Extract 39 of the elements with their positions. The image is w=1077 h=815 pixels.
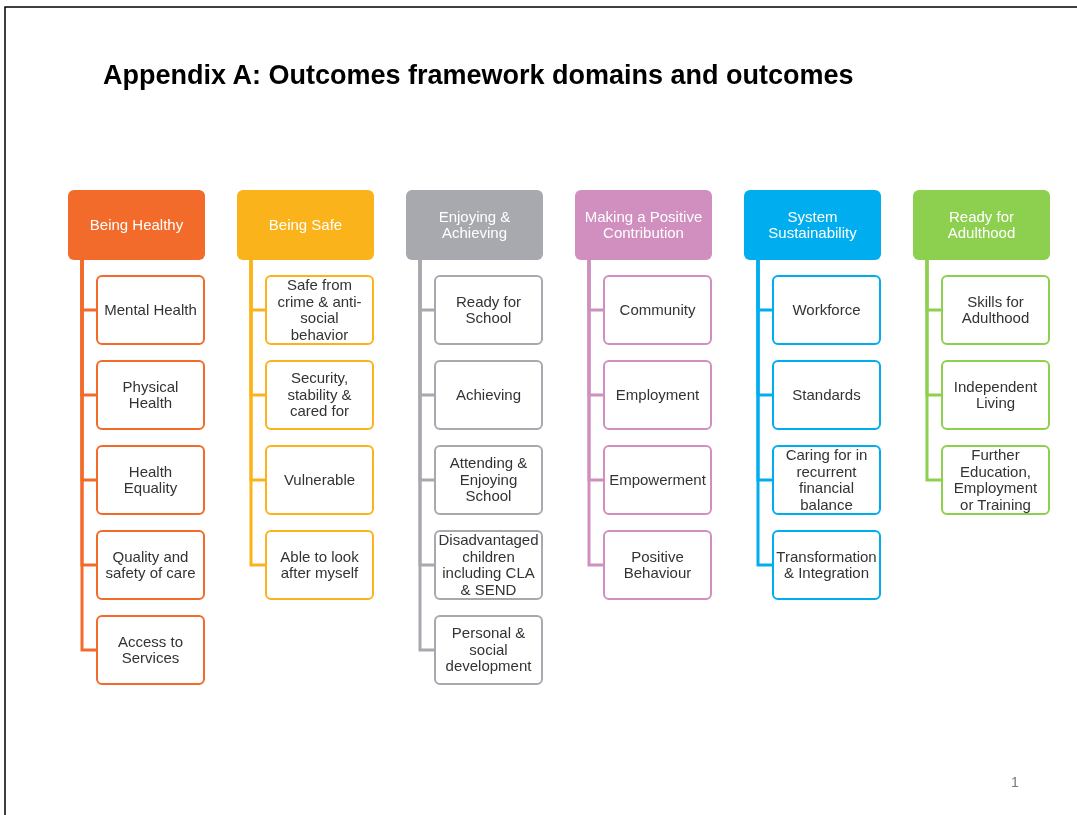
outcome-box: Personal & social development	[434, 615, 543, 685]
outcome-box: Employment	[603, 360, 712, 430]
outcome-box: Standards	[772, 360, 881, 430]
title: Appendix A: Outcomes framework domains and outcomes	[103, 60, 854, 91]
outcome-box: Achieving	[434, 360, 543, 430]
domain-header: Being Safe	[237, 190, 374, 260]
outcome-box: Health Equality	[96, 445, 205, 515]
outcome-box: Able to look after myself	[265, 530, 374, 600]
domain-header: Making a Positive Contribution	[575, 190, 712, 260]
domain-header: Ready for Adulthood	[913, 190, 1050, 260]
outcome-box: Vulnerable	[265, 445, 374, 515]
outcome-box: Positive Behaviour	[603, 530, 712, 600]
connector-line	[249, 260, 265, 567]
outcome-box: Workforce	[772, 275, 881, 345]
outcome-box: Security, stability & cared for	[265, 360, 374, 430]
outcome-box: Access to Services	[96, 615, 205, 685]
connector-line	[587, 260, 603, 567]
connector-line	[756, 260, 772, 567]
connector-line	[80, 260, 96, 652]
connector-line	[418, 260, 434, 652]
outcome-box: Physical Health	[96, 360, 205, 430]
outcome-box: Quality and safety of care	[96, 530, 205, 600]
outcome-box: Skills for Adulthood	[941, 275, 1050, 345]
outcome-box: Safe from crime & anti-social behavior	[265, 275, 374, 345]
outcome-box: Community	[603, 275, 712, 345]
outcome-box: Ready for School	[434, 275, 543, 345]
domain-header: System Sustainability	[744, 190, 881, 260]
outcome-box: Mental Health	[96, 275, 205, 345]
domain-header: Enjoying & Achieving	[406, 190, 543, 260]
connector-line	[925, 260, 941, 482]
outcome-box: Further Education, Employment or Training	[941, 445, 1050, 515]
outcome-box: Independent Living	[941, 360, 1050, 430]
outcome-box: Caring for in recurrent financial balance	[772, 445, 881, 515]
domain-header: Being Healthy	[68, 190, 205, 260]
outcome-box: Empowerment	[603, 445, 712, 515]
page-number: 1	[1011, 774, 1019, 790]
outcome-box: Transformation & Integration	[772, 530, 881, 600]
outcome-box: Disadvantaged children including CLA & SEND	[434, 530, 543, 600]
outcome-box: Attending & Enjoying School	[434, 445, 543, 515]
